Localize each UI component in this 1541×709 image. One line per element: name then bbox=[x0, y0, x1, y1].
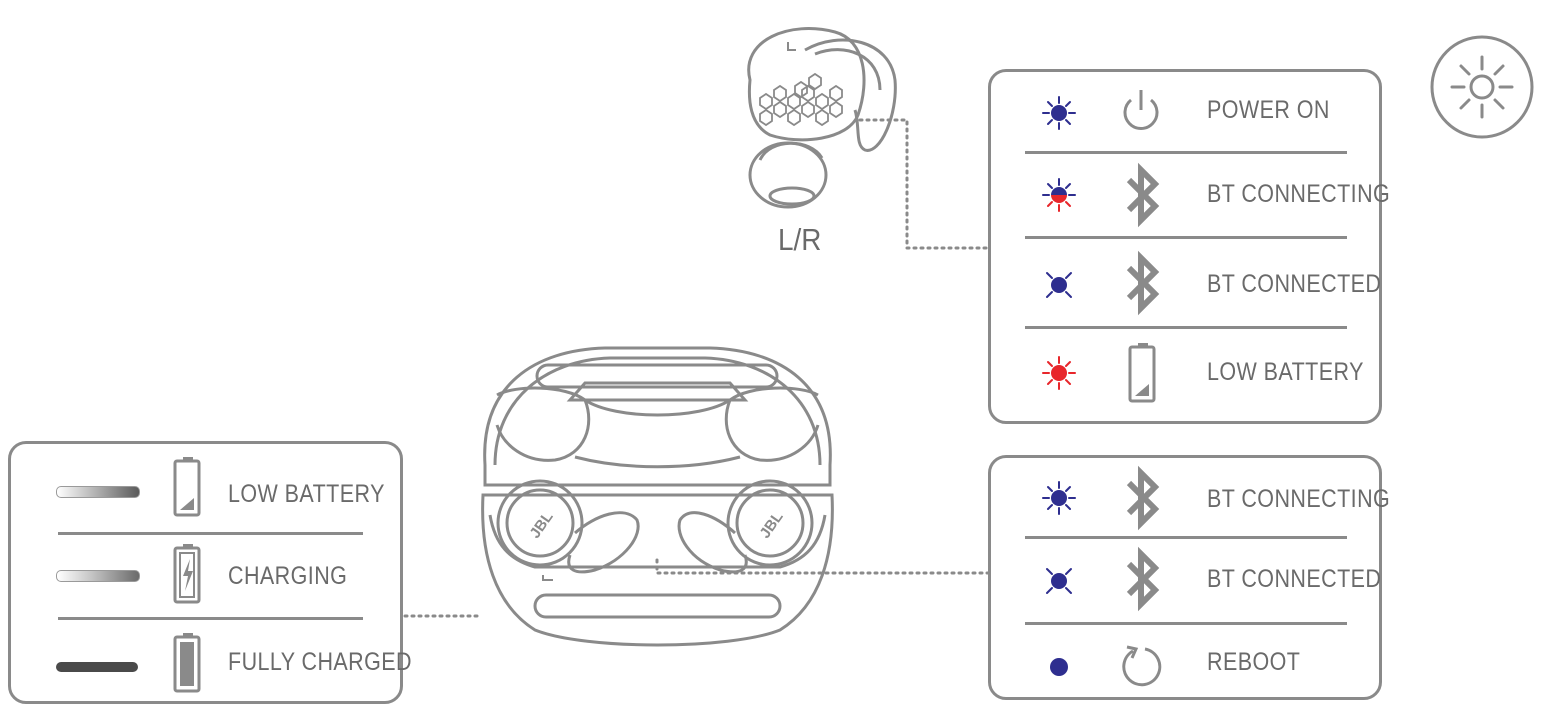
full-battery-icon bbox=[173, 632, 203, 699]
case-button-led-panel: BT CONNECTING BT CONNECTED REBOOT bbox=[988, 455, 1390, 700]
divider bbox=[1025, 151, 1347, 154]
row-label: POWER ON bbox=[1207, 96, 1330, 124]
divider bbox=[1025, 236, 1347, 239]
low-battery-icon bbox=[1128, 342, 1158, 409]
row-label: BT CONNECTING bbox=[1207, 180, 1391, 208]
row-label: LOW BATTERY bbox=[228, 480, 385, 508]
charging-case-illustration: JBL JBL bbox=[475, 345, 840, 650]
row-label: BT CONNECTED bbox=[1207, 270, 1382, 298]
divider bbox=[1025, 622, 1347, 625]
blinking-blue-led-icon bbox=[1042, 96, 1076, 135]
blinking-red-led-icon bbox=[1042, 356, 1076, 395]
bluetooth-icon bbox=[1123, 162, 1163, 231]
case-button-connector-line bbox=[655, 558, 990, 575]
row-label: BT CONNECTED bbox=[1207, 565, 1382, 593]
divider bbox=[58, 532, 363, 535]
row-label: REBOOT bbox=[1207, 648, 1301, 676]
row-label: CHARGING bbox=[228, 562, 348, 590]
low-battery-icon bbox=[173, 456, 203, 523]
blinking-blue-red-led-icon bbox=[1042, 178, 1076, 217]
divider bbox=[1025, 326, 1347, 329]
bluetooth-icon bbox=[1123, 250, 1163, 319]
svg-text:JBL: JBL bbox=[526, 509, 556, 542]
reboot-icon bbox=[1119, 643, 1165, 694]
earbud-led-panel: POWER ON BT CONNECTING bbox=[988, 69, 1390, 424]
bluetooth-icon bbox=[1123, 465, 1163, 534]
charging-battery-icon bbox=[173, 543, 203, 610]
brightness-icon bbox=[1430, 35, 1534, 139]
svg-text:JBL: JBL bbox=[756, 509, 786, 542]
slow-blink-blue-led-icon bbox=[1042, 268, 1076, 307]
slow-blink-blue-led-icon bbox=[1042, 564, 1076, 603]
charging-case-drawing: JBL JBL bbox=[481, 346, 834, 647]
row-label: BT CONNECTING bbox=[1207, 485, 1391, 513]
earbud-illustration bbox=[730, 20, 910, 220]
row-label: LOW BATTERY bbox=[1207, 358, 1364, 386]
earbud-drawing bbox=[747, 27, 897, 209]
earbud-label: L/R bbox=[778, 222, 822, 257]
fading-light-bar-icon bbox=[56, 486, 140, 498]
row-label: FULLY CHARGED bbox=[228, 648, 413, 676]
solid-blue-led-icon bbox=[1049, 657, 1069, 682]
divider bbox=[58, 617, 363, 620]
brightness-legend bbox=[1430, 35, 1534, 139]
solid-light-bar-icon bbox=[56, 662, 138, 672]
power-icon bbox=[1119, 86, 1163, 139]
case-battery-panel: LOW BATTERY CHARGING FULLY CHARGED bbox=[8, 441, 412, 704]
divider bbox=[1025, 536, 1347, 539]
breathing-light-bar-icon bbox=[56, 570, 140, 582]
bluetooth-icon bbox=[1123, 546, 1163, 615]
blinking-blue-led-icon bbox=[1042, 481, 1076, 520]
earbud-connector-line bbox=[858, 118, 990, 250]
